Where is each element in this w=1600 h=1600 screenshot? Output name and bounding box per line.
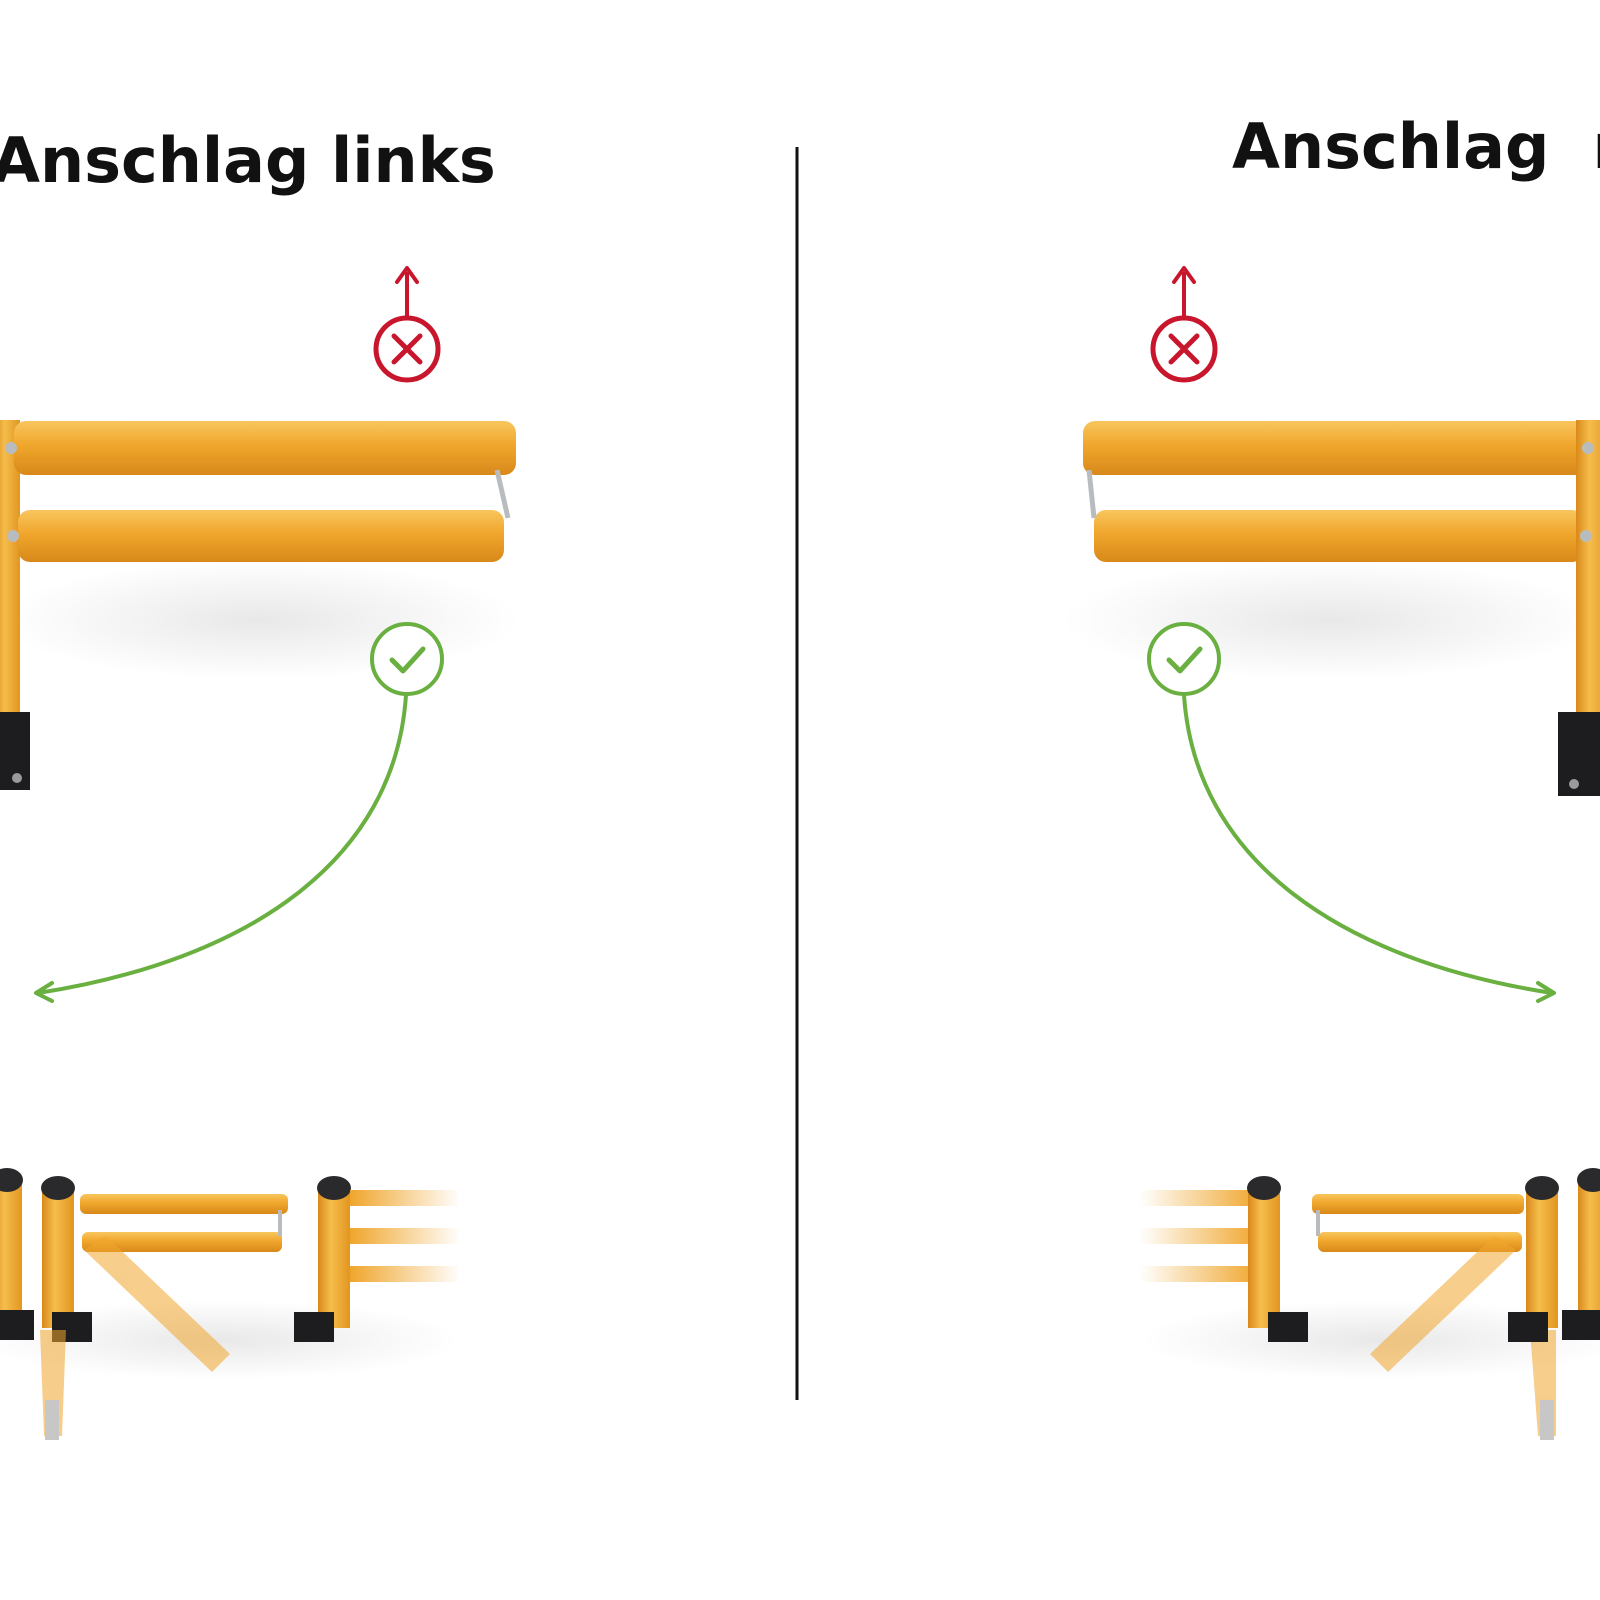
post-cap — [1525, 1176, 1559, 1200]
fading-rail — [350, 1190, 460, 1206]
check-circle-icon — [370, 622, 444, 696]
gate-post — [1576, 420, 1600, 740]
gate-rail-bottom — [1094, 510, 1584, 562]
post-3 — [1248, 1188, 1280, 1328]
swung-leaf-ghost — [1370, 1236, 1556, 1440]
allowed-direction-right — [1147, 622, 1556, 1003]
arrow-up-icon — [395, 266, 419, 284]
x-circle-icon — [1150, 315, 1218, 383]
post-cap — [0, 1168, 23, 1192]
fading-rail — [1140, 1190, 1260, 1206]
arrow-up-icon — [1172, 266, 1196, 284]
fading-rail — [1140, 1228, 1260, 1244]
post-1 — [0, 1180, 22, 1325]
swung-leaf-ghost — [40, 1236, 230, 1440]
swing-arc-arrow — [37, 694, 408, 995]
post-base — [294, 1312, 334, 1342]
post-3 — [318, 1188, 350, 1328]
panel-right: Anschlag rechts — [1060, 110, 1600, 1440]
post-base-plate — [1558, 712, 1600, 796]
wrong-direction-right — [1150, 266, 1218, 383]
leaf-rail-bottom — [82, 1232, 282, 1252]
hinge-bottom — [7, 530, 19, 542]
gate-rail-top — [1083, 421, 1587, 475]
wrong-direction-left — [373, 266, 441, 383]
post-cap — [1577, 1168, 1600, 1192]
gate-brace — [1086, 469, 1097, 519]
fading-rail — [350, 1228, 460, 1244]
gate-rail-top — [14, 421, 516, 475]
hinge-top — [5, 442, 17, 454]
hinge-bottom — [1580, 530, 1592, 542]
check-circle-icon — [1147, 622, 1221, 696]
post-base — [1562, 1310, 1600, 1340]
gate-brace — [494, 469, 511, 519]
post-cap — [317, 1176, 351, 1200]
leaf-rail-top — [80, 1194, 288, 1214]
fading-rail — [350, 1266, 460, 1282]
gate-rail-bottom — [18, 510, 504, 562]
gate-perspective-right — [1140, 1168, 1600, 1440]
post-2 — [1526, 1188, 1558, 1328]
panel-title-right: Anschlag rechts — [1232, 110, 1600, 183]
post-base — [1508, 1312, 1548, 1342]
leaf-rail-top — [1312, 1194, 1524, 1214]
post-cap — [41, 1176, 75, 1200]
arrow-head-icon — [34, 981, 54, 1003]
gate-shadow — [1060, 560, 1600, 680]
post-cap — [1247, 1176, 1281, 1200]
leaf-rail-bottom — [1318, 1232, 1522, 1252]
swing-gate-left — [0, 420, 516, 790]
panel-title-left: Anschlag links — [0, 124, 496, 197]
post-base — [1268, 1312, 1308, 1342]
swing-arc-arrow — [1182, 694, 1553, 995]
x-circle-icon — [373, 315, 441, 383]
panel-left: Anschlag links — [0, 124, 520, 1440]
base-bolt — [1569, 779, 1579, 789]
post-1 — [1578, 1180, 1600, 1325]
gate-post — [0, 420, 20, 730]
hinge-top — [1582, 442, 1594, 454]
post-2 — [42, 1188, 74, 1328]
post-base-plate — [0, 712, 30, 790]
fading-rail — [1140, 1266, 1260, 1282]
gate-perspective-left — [0, 1168, 460, 1440]
swing-gate-right — [1083, 420, 1600, 796]
arrow-head-icon — [1536, 981, 1556, 1003]
post-base — [0, 1310, 34, 1340]
allowed-direction-left — [34, 622, 444, 1003]
base-bolt — [12, 773, 22, 783]
